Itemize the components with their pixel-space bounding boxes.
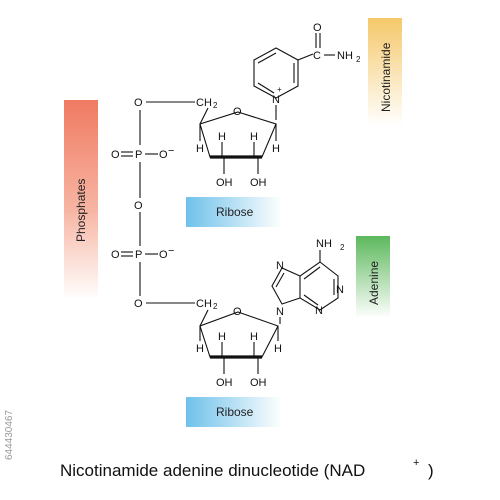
bottom-h4: H: [250, 331, 258, 343]
p2: P: [135, 249, 142, 261]
ribose-top-band: [186, 197, 282, 227]
diagram-title: Nicotinamide adenine dinucleotide (NAD: [60, 461, 365, 480]
o-bridge: O: [134, 200, 143, 212]
ch2-top-h: H: [204, 97, 212, 109]
ring-charge: +: [277, 85, 282, 94]
adenine-band: [356, 236, 390, 318]
adenine-n3: N: [315, 305, 323, 317]
top-h1: H: [196, 143, 204, 155]
title-paren: ): [428, 461, 434, 480]
adenine-n1: N: [336, 284, 344, 296]
ch2-bottom-c: C: [196, 298, 204, 310]
ribose-bottom-o: O: [233, 306, 242, 318]
adenine-n7: N: [276, 260, 284, 272]
nicotinamide-label: Nicotinamide: [379, 42, 393, 112]
top-h2: H: [272, 143, 280, 155]
amide-nh: NH: [337, 50, 353, 62]
stock-id: 644430467: [4, 410, 15, 460]
ch2-top-c: C: [196, 97, 204, 109]
ribose-bottom-label: Ribose: [216, 405, 254, 419]
phosphate-chain: O O P O − O O P O − O: [111, 97, 195, 310]
ribose-bottom-band: [186, 397, 282, 427]
phosphates-label: Phosphates: [74, 179, 88, 242]
amide-c: C: [313, 50, 321, 62]
bottom-h2: H: [274, 343, 282, 355]
adenine-label: Adenine: [367, 261, 381, 305]
top-oh2: OH: [250, 177, 267, 189]
top-h3: H: [218, 131, 226, 143]
adenine-nh: NH: [316, 238, 332, 250]
p1-o-double: O: [111, 149, 120, 161]
ch2-bottom-h: H: [204, 298, 212, 310]
ring-n-plus: N: [272, 94, 280, 106]
top-oh1: OH: [216, 177, 233, 189]
p1-minus: −: [168, 145, 174, 157]
ribose-bottom: O C H 2 H H H H OH OH: [196, 298, 282, 389]
o-link-2: O: [134, 298, 143, 310]
amide-sub2: 2: [356, 55, 361, 64]
adenine-n9: N: [276, 306, 284, 318]
bottom-h3: H: [218, 331, 226, 343]
bottom-oh2: OH: [250, 377, 267, 389]
top-h4: H: [250, 131, 258, 143]
nicotinamide-group: O C NH 2 N +: [253, 22, 361, 120]
ribose-top-o: O: [233, 106, 242, 118]
o-link-1: O: [134, 97, 143, 109]
bottom-h1: H: [196, 343, 204, 355]
ch2-top-sub: 2: [213, 101, 218, 110]
ribose-top-label: Ribose: [216, 205, 254, 219]
adenine-group: NH 2 N N N N: [271, 238, 345, 324]
bottom-oh1: OH: [216, 377, 233, 389]
ch2-bottom-sub: 2: [213, 302, 218, 311]
p2-minus: −: [168, 245, 174, 257]
p1: P: [135, 149, 142, 161]
p2-o-double: O: [111, 249, 120, 261]
adenine-sub2: 2: [340, 243, 345, 252]
title-charge: +: [413, 457, 419, 469]
ribose-top: O C H 2 H H H H OH OH: [146, 97, 280, 189]
amide-o: O: [313, 22, 322, 34]
p1-o-minus: O: [159, 149, 168, 161]
p2-o-minus: O: [159, 249, 168, 261]
nicotinamide-band: [368, 18, 402, 126]
phosphates-band: [64, 100, 98, 300]
